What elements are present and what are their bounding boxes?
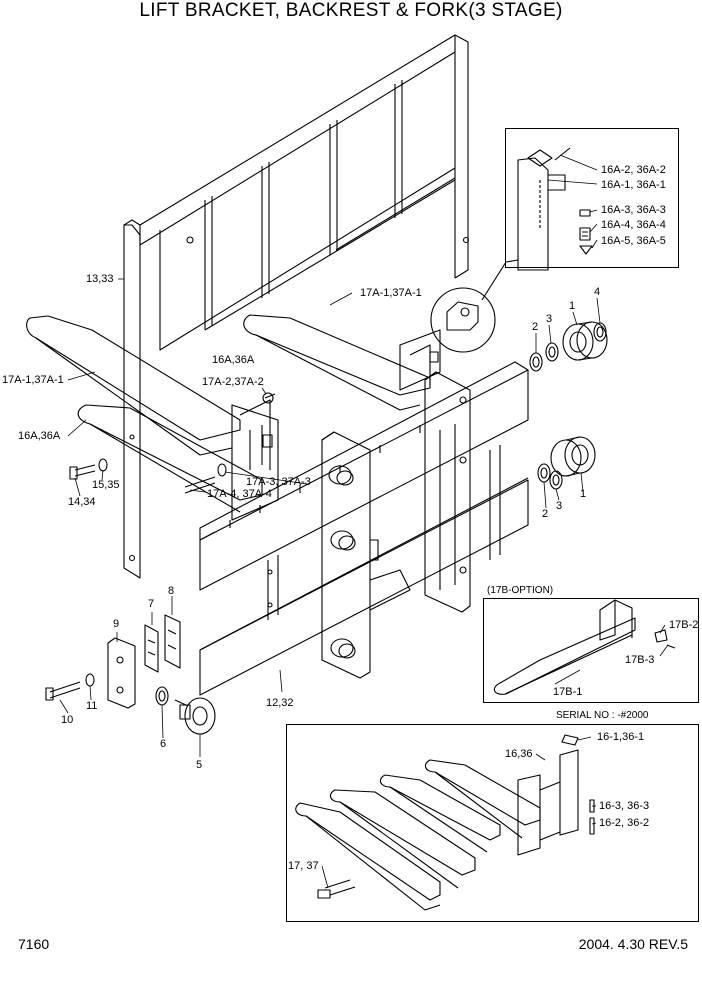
backrest-side-bar [123,219,141,579]
option-box-title: (17B-OPTION) [487,585,554,596]
label-16a3: 16A-3, 36A-3 [601,204,666,216]
label-3-bottom: 3 [556,500,563,512]
label-17b2: 17B-2 [669,619,699,631]
label-17b1: 17B-1 [553,686,583,698]
label-9: 9 [113,618,120,630]
label-17a3: 17A-3, 37A-3 [246,476,311,488]
label-3-top: 3 [546,313,553,325]
label-5: 5 [196,759,203,771]
label-16a-36a-left: 16A,36A [18,430,61,442]
label-17-37: 17, 37 [288,860,319,872]
serial-forks [295,734,595,911]
backrest [139,34,470,351]
detail-circle [430,259,519,353]
page-title: LIFT BRACKET, BACKREST & FORK(3 STAGE) [139,0,563,21]
label-16-3: 16-3, 36-3 [599,800,650,812]
bearing-bottom [537,436,596,490]
label-16-1: 16-1,36-1 [597,731,645,743]
label-11: 11 [86,700,98,712]
label-4-top: 4 [594,286,601,298]
option-box [483,598,699,703]
bolts-left [69,392,276,494]
label-1-bottom: 1 [580,488,587,500]
label-12-32: 12,32 [266,697,294,709]
label-10: 10 [61,714,74,726]
label-16a2: 16A-2, 36A-2 [601,164,666,176]
label-16a5: 16A-5, 36A-5 [601,235,666,247]
label-14-34: 14,34 [68,496,96,508]
serial-box-title: SERIAL NO : -#2000 [556,710,649,721]
label-17a1-top: 17A-1,37A-1 [360,287,422,299]
label-2-top: 2 [532,321,539,333]
bearing-top [529,321,608,372]
label-17a1-left: 17A-1,37A-1 [2,374,64,386]
leader-lines [59,154,669,889]
left-fork [26,315,279,521]
option-fork [493,599,676,695]
label-16-2: 16-2, 36-2 [599,817,650,829]
lift-bracket-plates [321,371,471,679]
label-13-33: 13,33 [86,273,114,285]
label-15-35: 15,35 [92,479,120,491]
detail-box-parts [517,147,593,271]
right-fork [243,314,441,411]
serial-box [286,724,699,922]
detail-box [505,128,679,268]
label-16-36: 16,36 [505,748,533,760]
label-16a-36a-mid: 16A,36A [212,354,255,366]
label-16a4: 16A-4, 36A-4 [601,219,666,231]
revision-date: 2004. 4.30 REV.5 [578,936,688,952]
label-7: 7 [148,598,155,610]
page-number: 7160 [18,936,50,952]
label-1-top: 1 [569,300,576,312]
label-17a2: 17A-2,37A-2 [202,376,264,388]
label-17a4: 17A-4, 37A-4 [207,488,272,500]
carriage-plates [199,361,529,696]
label-16a1: 16A-1, 36A-1 [601,179,666,191]
label-6: 6 [160,738,167,750]
label-17b3: 17B-3 [625,654,655,666]
label-2-bottom: 2 [542,508,549,520]
label-8: 8 [168,585,175,597]
